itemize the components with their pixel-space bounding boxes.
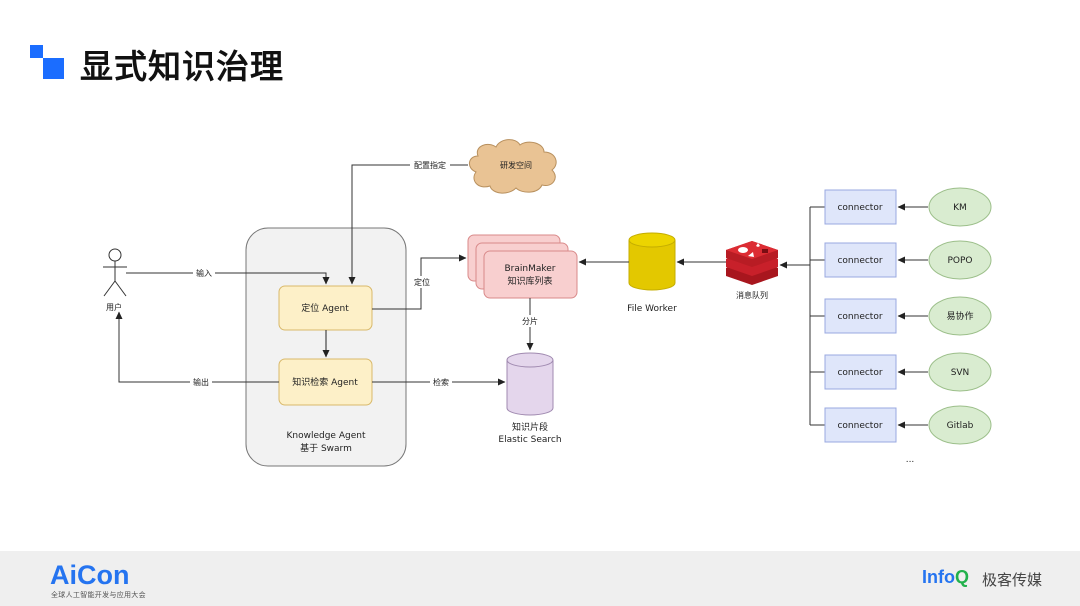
elastic-label-2: Elastic Search [498, 435, 561, 445]
connector-row: connector KM [810, 187, 992, 227]
source-label: Gitlab [947, 421, 974, 431]
edge-input [126, 272, 330, 285]
user-label: 用户 [106, 302, 122, 312]
source-label: POPO [947, 256, 972, 266]
edge-output-label-bg [190, 376, 212, 388]
connector-node[interactable] [824, 242, 897, 278]
connector-row: connector SVN [810, 352, 992, 392]
source-label: SVN [951, 368, 970, 378]
source-node[interactable] [928, 240, 992, 280]
source-label: KM [953, 203, 967, 213]
connector-row: connector Gitlab [810, 405, 992, 445]
search-agent-node[interactable]: 知识检索 Agent [278, 358, 373, 406]
edge-locate-label: 定位 [414, 277, 430, 287]
file-worker-label: File Worker [627, 304, 677, 314]
connector-label: connector [837, 256, 882, 266]
file-worker-db-node[interactable] [628, 232, 676, 291]
source-node[interactable] [928, 352, 992, 392]
queue-label: 消息队列 [736, 290, 768, 300]
connector-node[interactable] [824, 298, 897, 334]
brainmaker-node[interactable]: BrainMaker 知识库列表 [467, 234, 578, 299]
page-title: 显式知识治理 [80, 47, 284, 86]
edge-input-label-bg [193, 267, 215, 279]
geek-media-text: 极客传媒 [982, 571, 1043, 589]
connector-label: connector [837, 312, 882, 322]
elastic-label-1: 知识片段 [512, 421, 548, 433]
source-node[interactable] [928, 187, 992, 227]
edge-config-label: 配置指定 [414, 160, 446, 170]
brainmaker-label-2: 知识库列表 [507, 275, 552, 287]
edge-config-label-bg [410, 159, 450, 171]
rd-space-cloud-node[interactable]: 研发空间 [469, 139, 557, 194]
edge-search-label: 检索 [433, 377, 449, 387]
edge-shard-label: 分片 [522, 316, 538, 326]
elastic-search-db-node[interactable] [506, 352, 554, 416]
architecture-diagram: Knowledge Agent 基于 Swarm 定位 Agent 知识检索 A… [103, 139, 992, 467]
title-mark-small-square [30, 45, 43, 58]
connector-label: connector [837, 368, 882, 378]
connector-label: connector [837, 421, 882, 431]
cloud-label: 研发空间 [500, 160, 532, 170]
container-label-2: 基于 Swarm [300, 442, 352, 454]
connector-node[interactable] [824, 407, 897, 443]
source-node[interactable] [928, 405, 992, 445]
infoq-logo: InfoQ [922, 567, 969, 588]
aicon-subtitle: 全球人工智能开发与应用大会 [51, 591, 146, 599]
edge-output-label: 输出 [193, 377, 209, 387]
brainmaker-label-1: BrainMaker [504, 264, 555, 274]
infoq-logo-q: Q [955, 567, 970, 587]
source-node[interactable] [928, 296, 992, 336]
edge-shard-label-bg [520, 315, 540, 327]
connector-row: connector 易协作 [810, 296, 992, 336]
locate-agent-node[interactable]: 定位 Agent [278, 285, 373, 331]
aicon-logo: AiCon [50, 560, 130, 590]
edge-input-label: 输入 [196, 268, 212, 278]
locate-agent-label: 定位 Agent [301, 302, 349, 314]
connector-node[interactable] [824, 189, 897, 225]
source-label: 易协作 [946, 310, 973, 322]
more-sources-ellipsis: ... [906, 455, 915, 465]
user-stick-figure-icon[interactable] [103, 248, 127, 297]
infoq-logo-text: Info [922, 567, 955, 587]
container-label-1: Knowledge Agent [287, 431, 366, 441]
footer-bar [0, 551, 1080, 606]
connector-label: connector [837, 203, 882, 213]
edge-output [115, 311, 279, 383]
edge-search-label-bg [430, 376, 452, 388]
edge-locate-label-bg [412, 276, 432, 288]
search-agent-label: 知识检索 Agent [292, 376, 358, 388]
redis-queue-icon[interactable] [726, 241, 778, 285]
title-mark-large-square [43, 58, 64, 79]
connector-node[interactable] [824, 354, 897, 390]
connector-row: connector POPO [810, 240, 992, 280]
